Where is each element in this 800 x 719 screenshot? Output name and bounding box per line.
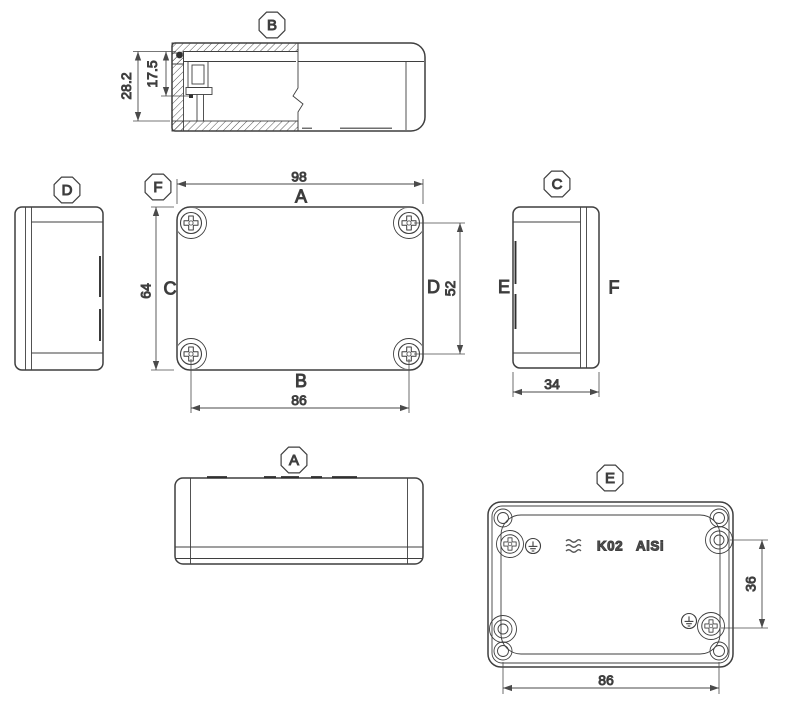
screw-icon	[179, 211, 203, 235]
gasket-seal-dot	[176, 51, 183, 59]
face-label-f: F	[609, 278, 620, 298]
end-outline	[512, 206, 600, 369]
corner-holes	[493, 508, 729, 661]
side-outline	[174, 477, 424, 565]
balloon-label-e: E	[605, 470, 615, 487]
dim-depth: 34	[544, 376, 560, 392]
face-label-c: C	[164, 279, 177, 299]
view-balloon-c: C	[543, 170, 571, 198]
drawing-root: 28.2 17.5 B D	[14, 11, 768, 694]
view-balloon-f: F	[144, 173, 172, 201]
ground-symbol-icon	[524, 537, 542, 555]
ground-symbol-icon	[680, 612, 698, 630]
dim-total-depth: 28.2	[118, 72, 134, 99]
lobe-tl	[496, 530, 524, 558]
face-label-a: A	[295, 187, 307, 207]
base-recessed-panel	[500, 514, 721, 655]
corner-bosses	[178, 208, 422, 369]
balloon-label-a: A	[289, 452, 299, 469]
view-balloon-d: D	[53, 176, 81, 204]
dim-inner-depth: 17.5	[144, 60, 160, 87]
screw-icon	[500, 534, 520, 554]
base-inner-edge	[491, 505, 730, 664]
screw-icon	[701, 616, 721, 636]
screw-boss-inner	[191, 64, 205, 85]
wall-section-hatch	[171, 52, 184, 132]
lobe-br	[697, 612, 725, 640]
face-label-b: B	[295, 371, 307, 391]
dim-screws-v: 52	[442, 281, 458, 297]
lobe-bl	[489, 615, 517, 643]
balloon-label-d: D	[62, 182, 73, 199]
dim-holes-h: 86	[598, 672, 614, 688]
view-f-front: 98 A 64 C 52 D 86 B	[137, 168, 465, 413]
dim-width: 98	[291, 169, 307, 185]
boss-flange	[185, 87, 213, 95]
lobe-hole-inner	[713, 534, 725, 546]
lobe-hole	[709, 530, 729, 550]
balloon-label-b: B	[267, 17, 277, 34]
marking-code: K02	[597, 539, 623, 554]
view-b-section: 28.2 17.5	[118, 42, 426, 132]
face-label-e: E	[498, 277, 510, 297]
base-section-hatch	[171, 120, 299, 132]
section-outline	[171, 42, 426, 132]
end-outline	[14, 206, 104, 371]
manufacturer-logo-icon	[565, 539, 582, 553]
dim-screws-h: 86	[291, 392, 307, 408]
balloon-label-f: F	[153, 179, 162, 196]
lobe-hole	[493, 619, 513, 639]
view-c-end: E F 34	[497, 206, 620, 397]
view-e-base: K02 AlSi 36 86	[487, 501, 768, 694]
view-d-end	[14, 206, 104, 371]
view-balloon-a: A	[280, 446, 308, 474]
lobe-hole-inner	[497, 623, 509, 635]
balloon-label-c: C	[552, 176, 563, 193]
face-label-d: D	[427, 277, 440, 297]
view-balloon-e: E	[596, 464, 624, 492]
dim-height: 64	[138, 283, 154, 299]
front-outline	[176, 206, 424, 371]
marking-material: AlSi	[636, 539, 664, 554]
break-line	[292, 43, 304, 131]
boss-tick	[189, 94, 193, 98]
base-outline	[487, 501, 734, 668]
view-balloon-b: B	[258, 11, 286, 39]
dim-holes-v: 36	[743, 576, 759, 592]
view-a-side	[174, 476, 424, 565]
